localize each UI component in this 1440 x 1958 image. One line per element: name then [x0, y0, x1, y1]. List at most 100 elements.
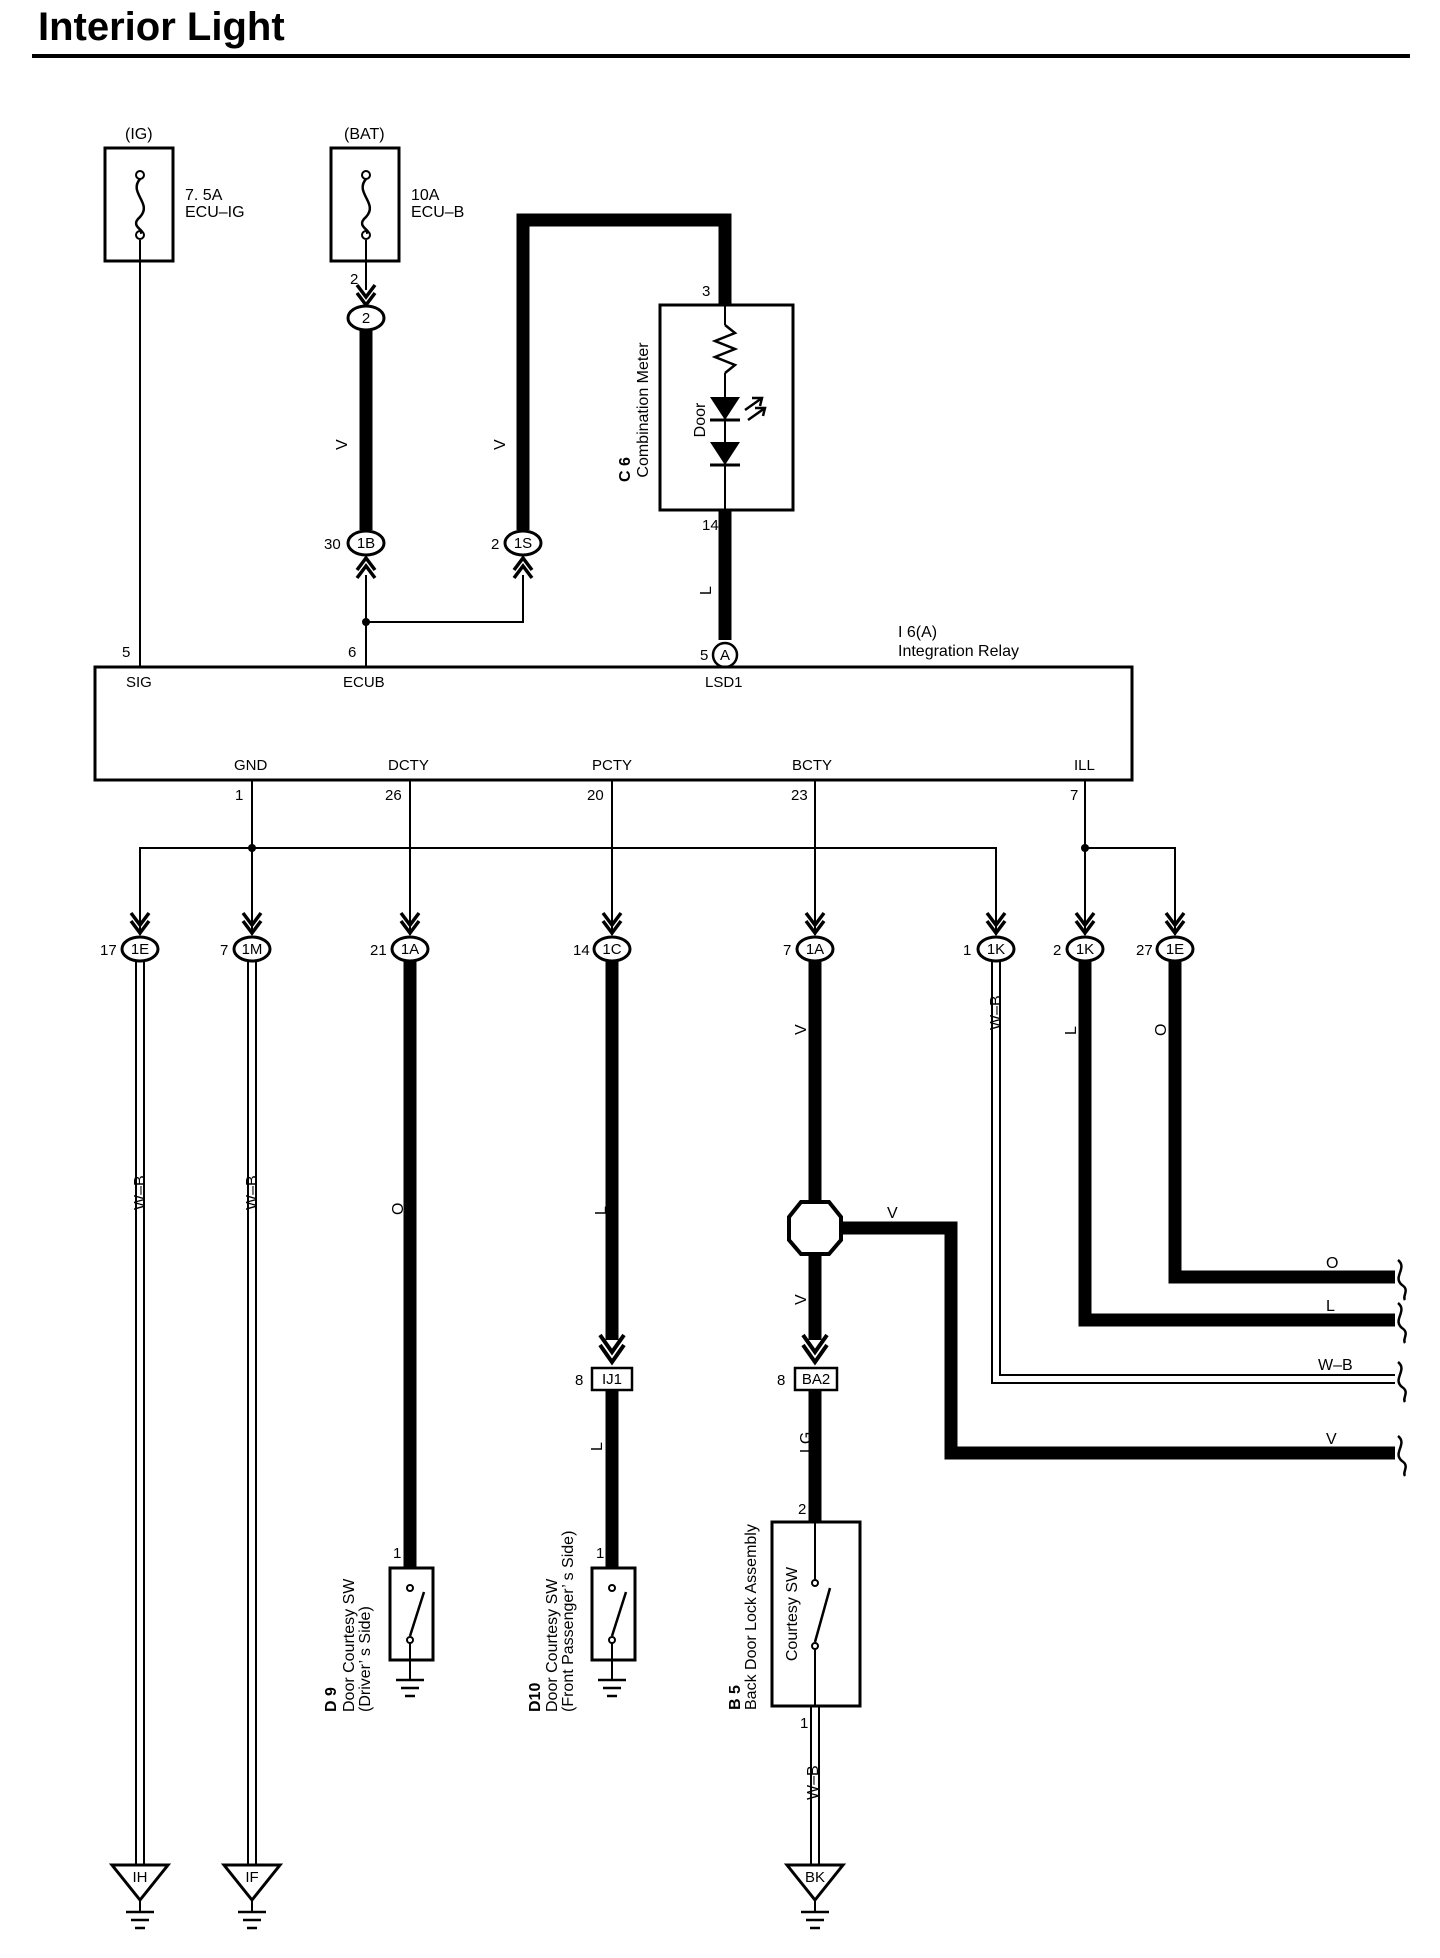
terminal-bcty: BCTY: [792, 757, 832, 774]
fuse-ig-icon: [134, 178, 146, 235]
junction-ij1: 8 IJ1: [575, 1366, 634, 1392]
diode-icon: [710, 442, 740, 465]
meter-lamp-label: Door: [692, 402, 709, 437]
light-rays-icon: [744, 396, 767, 422]
svg-text:V: V: [492, 439, 509, 450]
connector-A: 5 A: [700, 641, 739, 669]
svg-text:21: 21: [370, 942, 387, 959]
svg-text:1C: 1C: [602, 941, 621, 958]
svg-text:Back Door Lock Assembly: Back Door Lock Assembly: [743, 1524, 760, 1710]
svg-text:IH: IH: [133, 1869, 148, 1886]
fuse-ig: (IG) 7. 5A ECU–IG: [103, 126, 245, 263]
svg-text:B 5: B 5: [727, 1685, 744, 1710]
svg-text:V: V: [334, 439, 351, 450]
ground-bus: [139, 847, 997, 935]
svg-text:27: 27: [1136, 942, 1153, 959]
fuse-bat-icon: [360, 178, 372, 235]
svg-text:W–B: W–B: [988, 995, 1005, 1030]
svg-text:6: 6: [348, 644, 356, 661]
connector-1E-right: 27 1E: [1136, 935, 1195, 963]
svg-text:2: 2: [491, 536, 499, 553]
combination-meter: 3 Door Combination Meter C 6 14: [617, 283, 795, 534]
svg-text:L: L: [593, 1206, 610, 1215]
svg-text:L: L: [698, 586, 715, 595]
connector-1S: 2 1S: [491, 529, 543, 557]
svg-text:L: L: [1063, 1026, 1080, 1035]
ground-if: IF: [220, 1863, 284, 1930]
connector-1K-right: 2 1K: [1053, 935, 1105, 963]
wire-v-meter: [516, 213, 732, 530]
svg-text:1: 1: [235, 787, 243, 804]
svg-text:5: 5: [700, 647, 708, 664]
svg-text:V: V: [793, 1294, 810, 1305]
integration-relay: I 6(A) Integration Relay 5 SIG 6 ECUB LS…: [93, 624, 1134, 782]
svg-text:7: 7: [783, 942, 791, 959]
connector-chevron-icon: [801, 1333, 829, 1366]
connector-1M: 7 1M: [220, 935, 272, 963]
svg-text:BK: BK: [805, 1869, 825, 1886]
svg-text:7: 7: [1070, 787, 1078, 804]
junction-ba2: 8 BA2: [777, 1366, 839, 1392]
svg-text:IF: IF: [245, 1869, 258, 1886]
wire-l-right: [1078, 961, 1395, 1327]
svg-text:W–B: W–B: [132, 1175, 149, 1210]
svg-text:1: 1: [393, 1545, 401, 1562]
svg-text:1E: 1E: [131, 941, 149, 958]
switch-contact-icon: [408, 1591, 426, 1637]
svg-text:5: 5: [122, 644, 130, 661]
svg-text:1: 1: [963, 942, 971, 959]
switch-contact-icon: [813, 1587, 832, 1643]
svg-text:Door Courtesy SW: Door Courtesy SW: [341, 1578, 358, 1712]
connector-2: 2: [346, 304, 386, 332]
fuse-bat-rating: 10A: [411, 187, 440, 204]
b5-inner-label: Courtesy SW: [784, 1566, 801, 1661]
svg-text:IJ1: IJ1: [602, 1371, 622, 1388]
meter-code: C 6: [617, 457, 634, 482]
svg-text:1: 1: [596, 1545, 604, 1562]
svg-text:2: 2: [1053, 942, 1061, 959]
relay-code: I 6(A): [898, 624, 937, 641]
svg-text:W–B: W–B: [1318, 1357, 1353, 1374]
svg-text:V: V: [1326, 1431, 1337, 1448]
svg-text:1E: 1E: [1166, 941, 1184, 958]
svg-text:2: 2: [798, 1501, 806, 1518]
wire-wb-right: [991, 961, 1395, 1384]
page-title: Interior Light: [38, 5, 285, 49]
svg-text:BA2: BA2: [802, 1371, 830, 1388]
resistor-icon: [711, 324, 739, 374]
connector-1A-bcty: 7 1A: [783, 935, 835, 963]
terminal-pcty: PCTY: [592, 757, 632, 774]
terminal-lsd1: LSD1: [705, 674, 743, 691]
fuse-ig-source: (IG): [125, 126, 153, 143]
wire-o-right: [1168, 961, 1395, 1284]
ground-ih: IH: [108, 1863, 172, 1930]
switch-b5: 2 Courtesy SW B 5 Back Door Lock Assembl…: [727, 1501, 862, 1732]
switch-d9: 1 D 9 Door Courtesy SW (Driver’ s Side): [323, 1545, 435, 1712]
connector-chevron-icon: [598, 1333, 626, 1366]
fuse-bat: (BAT) 10A ECU–B: [329, 126, 464, 263]
wire-wb-ih: [135, 961, 145, 1878]
led-icon: [710, 397, 740, 420]
svg-text:8: 8: [777, 1372, 785, 1389]
meter-name: Combination Meter: [635, 342, 652, 478]
svg-text:O: O: [1326, 1255, 1338, 1272]
svg-text:1B: 1B: [357, 535, 375, 552]
svg-text:L: L: [1326, 1298, 1335, 1315]
switch-d10: 1 D10 Door Courtesy SW (Front Passenger’…: [527, 1531, 637, 1712]
svg-text:7: 7: [220, 942, 228, 959]
terminal-sig: SIG: [126, 674, 152, 691]
svg-text:2: 2: [362, 310, 370, 327]
connector-chevron-icon: [355, 555, 377, 580]
terminal-dcty: DCTY: [388, 757, 429, 774]
connector-1E-left: 17 1E: [100, 935, 160, 963]
svg-text:W–B: W–B: [244, 1175, 261, 1210]
svg-text:3: 3: [702, 283, 710, 300]
svg-text:(Driver’ s Side): (Driver’ s Side): [357, 1606, 374, 1712]
svg-text:1K: 1K: [1076, 941, 1094, 958]
svg-text:23: 23: [791, 787, 808, 804]
svg-text:(Front Passenger’ s Side): (Front Passenger’ s Side): [560, 1531, 577, 1712]
splice-point: [787, 1200, 843, 1256]
svg-text:26: 26: [385, 787, 402, 804]
svg-text:O: O: [390, 1203, 407, 1215]
svg-text:1K: 1K: [987, 941, 1005, 958]
